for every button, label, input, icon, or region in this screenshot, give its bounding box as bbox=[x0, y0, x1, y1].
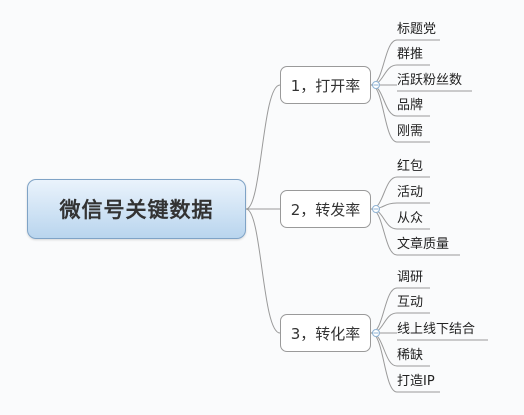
subtopic[interactable]: 文章质量 bbox=[397, 237, 450, 252]
subtopic[interactable]: 活动 bbox=[397, 185, 424, 200]
subtopic[interactable]: 打造IP bbox=[397, 374, 435, 389]
branch-topic-label: 3，转化率 bbox=[290, 324, 361, 343]
branch-topic-share-rate[interactable]: 2，转发率 bbox=[280, 190, 371, 228]
subtopic[interactable]: 品牌 bbox=[397, 98, 424, 113]
subtopic[interactable]: 群推 bbox=[397, 47, 424, 62]
branch-topic-conversion-rate[interactable]: 3，转化率 bbox=[280, 314, 371, 352]
subtopic[interactable]: 稀缺 bbox=[397, 348, 424, 363]
root-topic-label: 微信号关键数据 bbox=[59, 198, 214, 222]
subtopic[interactable]: 互动 bbox=[397, 295, 424, 310]
subtopic[interactable]: 刚需 bbox=[397, 124, 424, 139]
collapse-dot-icon[interactable] bbox=[372, 205, 380, 213]
branch-topic-open-rate[interactable]: 1，打开率 bbox=[280, 66, 371, 104]
branch-topic-label: 1，打开率 bbox=[290, 76, 361, 95]
subtopic[interactable]: 标题党 bbox=[397, 22, 437, 37]
subtopic[interactable]: 红包 bbox=[397, 159, 424, 174]
collapse-dot-icon[interactable] bbox=[372, 81, 380, 89]
subtopic[interactable]: 从众 bbox=[397, 211, 424, 226]
subtopic[interactable]: 活跃粉丝数 bbox=[397, 73, 463, 88]
root-topic[interactable]: 微信号关键数据 bbox=[27, 179, 246, 239]
subtopic[interactable]: 线上线下结合 bbox=[397, 322, 476, 337]
collapse-dot-icon[interactable] bbox=[372, 329, 380, 337]
subtopic[interactable]: 调研 bbox=[397, 270, 424, 285]
branch-topic-label: 2，转发率 bbox=[290, 200, 361, 219]
